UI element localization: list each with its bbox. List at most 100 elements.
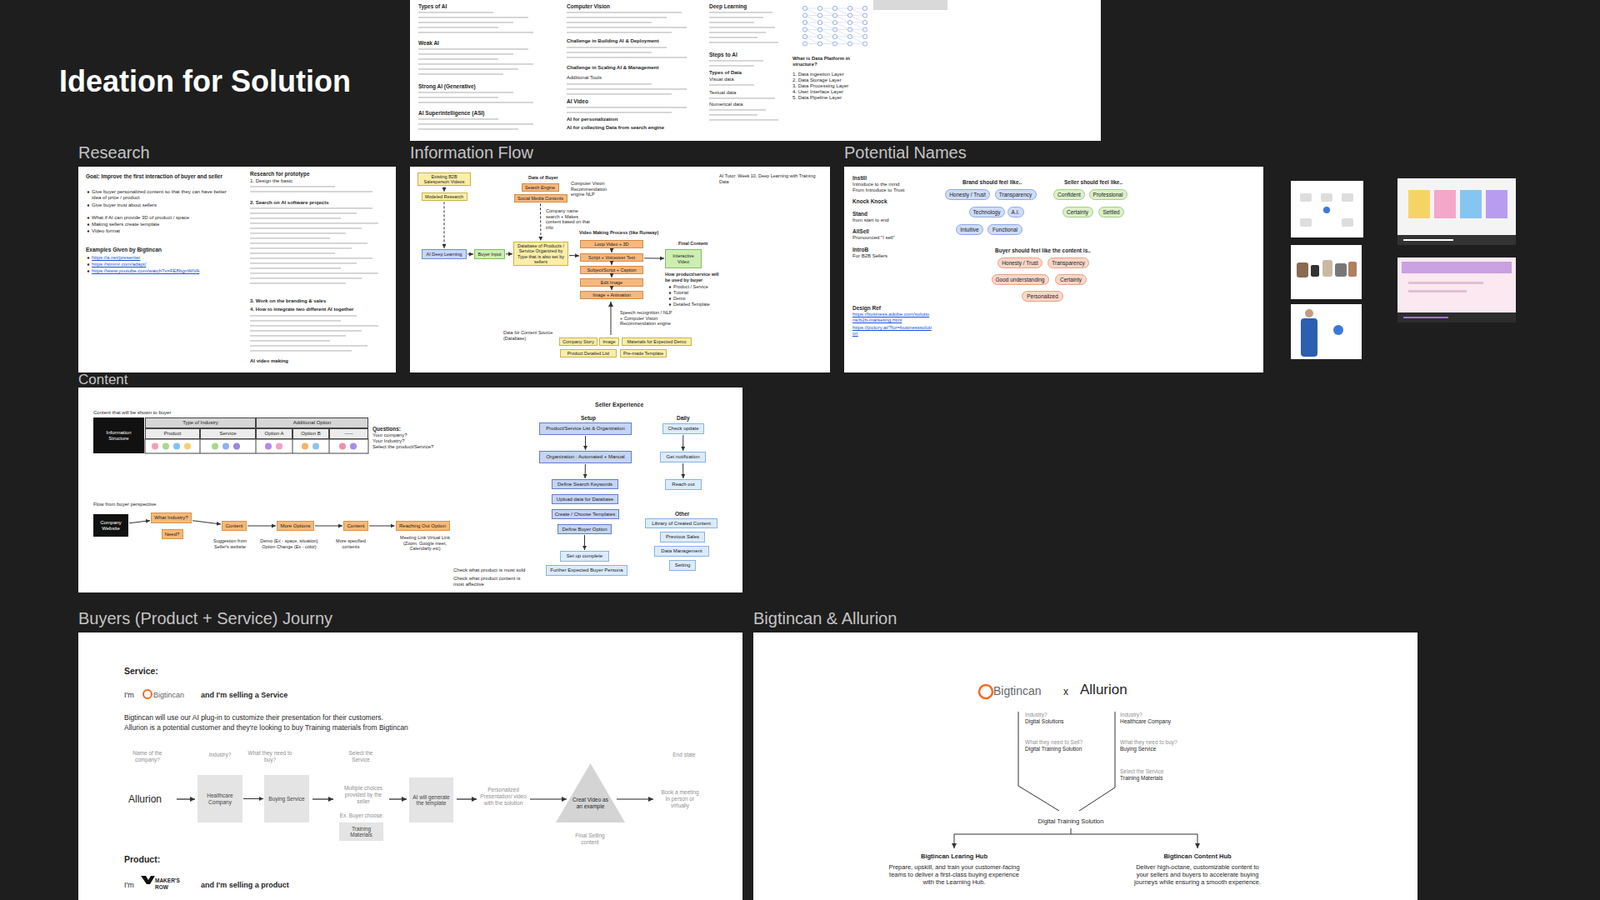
tag-pill: Honesty / Trust (945, 189, 990, 200)
process-box: Check update (662, 423, 705, 435)
note-text: I'm (124, 880, 135, 890)
note-text: From Introduce to Trust (852, 187, 905, 194)
thumbnail-detail (1300, 193, 1312, 202)
note-text: AI Superintelligence (ASI) (418, 110, 485, 117)
box-label: Social Media Contents (517, 195, 564, 201)
note-text: Meeting Link Virtual Link (Zoom, Google … (393, 535, 457, 552)
panel-heading: Information Flow (410, 144, 534, 162)
thumbnail-group (1290, 178, 1516, 360)
note-text: Types of Data (709, 70, 742, 76)
note-text: Detailed Template (673, 301, 710, 308)
note-text: Select the Service (340, 750, 382, 764)
note-text: 3. Work on the branding & sales (250, 298, 384, 305)
table-cell: Option B (292, 428, 330, 440)
process-box: Define Search Keywords (551, 479, 619, 490)
panel-heading: Research (78, 144, 150, 162)
thumbnail (1397, 178, 1516, 245)
process-box: Upload data for Database (551, 494, 619, 505)
note-text: AI Tutor: Week 10, Deep Learning with Tr… (719, 173, 824, 185)
thumbnail-detail (1397, 235, 1516, 245)
process-box: Organization : Automated + Manual (539, 450, 632, 464)
panel: Potential NamesInstillIntroduce to the m… (844, 166, 1264, 373)
table-cell: ----- (329, 428, 369, 440)
box-label: Materials for Expected Demo (627, 339, 687, 345)
process-box: Modeled Research (421, 192, 468, 201)
box-label: Existing B2B Salesperson Videos (420, 174, 468, 185)
note-text: Stand (852, 210, 868, 218)
process-box: AI will generate the template (409, 777, 454, 823)
tag-pill: Certainty (1062, 206, 1094, 218)
thumbnail-detail (1341, 218, 1354, 227)
note-text: Brand should feel like.. (962, 179, 1022, 186)
process-box: Social Media Contents (514, 194, 568, 203)
process-box: Company Story (559, 337, 598, 346)
note-text: Digital Solutions (1025, 718, 1065, 725)
box-label: Get notification (665, 454, 700, 460)
box-label: Product (164, 430, 182, 437)
note-text: Flow from buyer perspective (93, 501, 156, 508)
box-label: Image (602, 339, 615, 345)
process-box: Define Buyer Option (557, 524, 612, 535)
note-text: https://simmr.com/adapt/ (91, 261, 146, 268)
box-label: Create / Choose Templates (555, 511, 616, 518)
note-text: Types of AI (418, 3, 447, 10)
note-text: and I'm selling a Service (200, 690, 288, 700)
box-label: Technology (973, 209, 1001, 215)
box-label: Reaching Out Option (399, 523, 446, 530)
thumbnail (1397, 257, 1516, 323)
thumbnail-detail (1341, 193, 1354, 202)
box-label: Honesty / Trust (1001, 260, 1039, 266)
note-text: Bigtincan will use our AI plug-in to cus… (124, 713, 384, 722)
box-label: What Industry? (154, 515, 188, 521)
box-label: Image + Animation (592, 292, 631, 298)
box-label: Organization : Automated + Manual (545, 454, 625, 460)
box-label: Data Management (660, 548, 702, 555)
note-text: 3. Data Processing Layer (792, 83, 849, 90)
box-label: Settled (1102, 209, 1120, 215)
process-box: Buyer Input (474, 249, 505, 260)
note-text: Digital Training Solution (1020, 817, 1121, 825)
box-label: Good understanding (995, 276, 1045, 283)
note-text: https://business.adobe.com/solutions/b2b… (852, 311, 932, 324)
note-text: Select the product/Service? (372, 444, 434, 450)
note-text: Suggestion from Seller's website (210, 538, 250, 550)
note-text: What they need to buy? (245, 750, 295, 764)
box-label: AI will generate the template (412, 794, 450, 807)
note-text: What they need to buy? (1120, 739, 1178, 746)
note-text: 2. Search on AI software projects (250, 200, 384, 206)
box-label: Information Structure (96, 430, 141, 442)
box-label: Upload data for Database (556, 496, 614, 503)
note-text: 4. User Interface Layer (792, 89, 844, 95)
box-label: Option A (264, 430, 284, 437)
note-text: Data for Content Source (Database) (503, 330, 555, 341)
tag-pill: Transparency (1047, 257, 1090, 269)
box-label: Check update (667, 425, 699, 432)
panel: Buyers (Product + Service) JournyService… (78, 632, 743, 900)
panel: ContentContent that will be shown to buy… (78, 387, 743, 593)
box-label: Pre-made Template (623, 350, 664, 356)
tag-pill: Personalized (1021, 290, 1064, 302)
note-text: 2. Data Storage Layer (792, 77, 842, 84)
note-text: Bigtincan (993, 684, 1042, 699)
box-label: Type of Industry (182, 420, 219, 426)
thumbnail (1290, 245, 1362, 300)
note-text: Your Industry? (372, 438, 405, 445)
box-label: Personalized (1026, 293, 1059, 300)
note-text: Video format (91, 228, 230, 235)
note-text: Tutorial (673, 290, 689, 296)
table-cell: Option A (255, 428, 293, 440)
box-label: Library of Created Content (651, 520, 711, 527)
note-text: AllSell (852, 228, 870, 235)
note-text: Bigtincan Content Hub (1135, 852, 1260, 860)
thumbnail-detail (1403, 316, 1449, 319)
process-box: More Options (276, 520, 315, 531)
tag-pill: Technology (969, 206, 1005, 218)
note-text: Buying Service (1120, 745, 1156, 753)
note-text: What is Data Platform in structure? (792, 55, 876, 68)
box-label: Professional (1093, 191, 1124, 198)
box-label: A.I. (1011, 209, 1020, 215)
note-text: Goal: Improve the first interaction of b… (85, 173, 240, 180)
panel: Types of AIWeak AIStrong AI (Generative)… (410, 0, 1101, 141)
box-label: ----- (345, 430, 354, 437)
tag-pill: Honesty / Trust (997, 257, 1043, 269)
